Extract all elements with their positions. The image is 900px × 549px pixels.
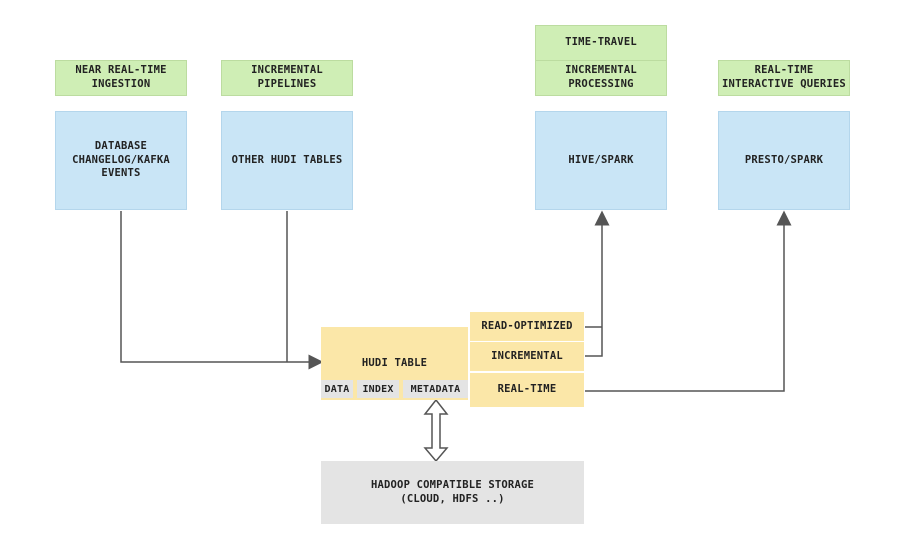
hudi-part-data: DATA	[321, 380, 353, 398]
database-to-hudi-arrow	[120, 211, 324, 370]
incremental-processing-label: INCREMENTAL PROCESSING	[535, 60, 667, 96]
hudi-part-metadata: METADATA	[403, 380, 468, 398]
view-incremental: INCREMENTAL	[470, 342, 584, 371]
incremental-pipelines-label: INCREMENTAL PIPELINES	[221, 60, 353, 96]
other-hudi-tables-box: OTHER HUDI TABLES	[221, 111, 353, 210]
realtime-interactive-queries-label: REAL-TIME INTERACTIVE QUERIES	[718, 60, 850, 96]
hudi-table-title: HUDI TABLE	[361, 357, 428, 369]
near-realtime-ingestion-label: NEAR REAL-TIME INGESTION	[55, 60, 187, 96]
hudi-storage-double-arrow	[423, 398, 449, 463]
realtime-to-presto-arrow	[585, 210, 792, 392]
storage-title: HADOOP COMPATIBLE STORAGE	[370, 478, 535, 491]
storage-subtitle: (CLOUD, HDFS ..)	[400, 492, 505, 505]
presto-spark-box: PRESTO/SPARK	[718, 111, 850, 210]
hudi-part-index: INDEX	[357, 380, 399, 398]
incremental-to-hive-arrow	[585, 210, 610, 357]
time-travel-label: TIME-TRAVEL	[535, 25, 667, 61]
database-changelog-box: DATABASE CHANGELOG/KAFKA EVENTS	[55, 111, 187, 210]
hadoop-storage-box: HADOOP COMPATIBLE STORAGE (CLOUD, HDFS .…	[321, 461, 584, 524]
view-real-time: REAL-TIME	[470, 373, 584, 407]
hive-spark-box: HIVE/SPARK	[535, 111, 667, 210]
view-read-optimized: READ-OPTIMIZED	[470, 312, 584, 341]
